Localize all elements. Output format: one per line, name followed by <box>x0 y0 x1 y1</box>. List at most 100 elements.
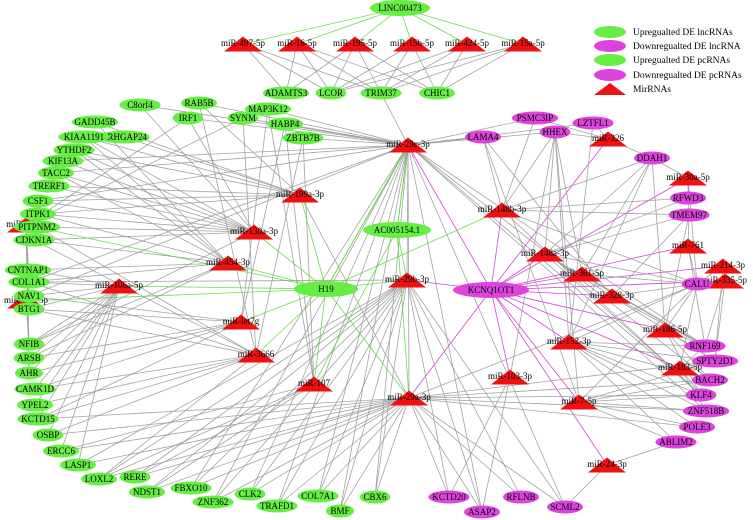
node-pole3[interactable]: POLE3 <box>679 420 715 434</box>
node-mir-335-5p[interactable]: miR-335-5p <box>703 273 747 289</box>
node-lasp1[interactable]: LASP1 <box>60 458 96 472</box>
node-mir-15a-5p[interactable]: miR-15a-5p <box>501 36 545 52</box>
node-mir-454-3p[interactable]: miR-454-3p <box>206 255 250 271</box>
node-mir-183-5p[interactable]: miR-183-5p <box>658 360 702 376</box>
node-loxl2[interactable]: LOXL2 <box>81 472 117 486</box>
node-kiaa1191[interactable]: KIAA1191 <box>58 130 110 144</box>
node-mir-195-5p[interactable]: miR-195-5p <box>333 36 377 52</box>
node-cdkn1a[interactable]: CDKN1A <box>13 233 55 247</box>
node-spty2d1[interactable]: SPTY2D1 <box>691 354 739 368</box>
node-bmf[interactable]: BMF <box>326 504 354 518</box>
node-znf362[interactable]: ZNF362 <box>192 495 234 509</box>
node-h19[interactable]: H19 <box>294 281 358 297</box>
node-asap2[interactable]: ASAP2 <box>464 505 500 519</box>
node-mir-152-3p[interactable]: miR-152-3p <box>547 334 591 350</box>
node-mir-361-5p[interactable]: miR-361-5p <box>560 266 604 282</box>
node-mir-214-3p[interactable]: miR-214-3p <box>701 258 745 274</box>
node-camk1d[interactable]: CAMK1D <box>14 382 56 396</box>
node-mir-497-5p[interactable]: miR-497-5p <box>221 36 265 52</box>
node-kif13a[interactable]: KIF13A <box>42 154 84 168</box>
node-nav1[interactable]: NAV1 <box>13 289 45 303</box>
node-cntnap1[interactable]: CNTNAP1 <box>4 263 52 277</box>
node-mir-24-3p[interactable]: miR-24-3p <box>587 457 627 473</box>
node-mir-let7g[interactable]: miR-let7g <box>222 314 260 330</box>
node-ablim2[interactable]: ABLIM2 <box>655 435 697 449</box>
node-adamts3[interactable]: ADAMTS3 <box>262 86 310 100</box>
node-mir-103-3p[interactable]: miR-103-3p <box>488 369 532 385</box>
node-csf1[interactable]: CSF1 <box>22 194 54 208</box>
node-mir-761[interactable]: miR-761 <box>669 238 707 254</box>
node-rnf169[interactable]: RNF169 <box>684 339 726 353</box>
node-mir-30a-5p[interactable]: miR-30a-5p <box>666 170 710 186</box>
node-mir-199a-3p[interactable]: miR-199a-3p <box>276 187 324 203</box>
node-mir-29a-3p[interactable]: miR-29a-3p <box>387 390 431 406</box>
node-ahr[interactable]: AHR <box>15 366 43 380</box>
node-mir-107[interactable]: miR-107 <box>295 376 333 392</box>
node-zbtb7b[interactable]: ZBTB7B <box>282 131 324 145</box>
node-bach2[interactable]: BACH2 <box>692 373 728 387</box>
node-mir-148b-3p[interactable]: miR-148b-3p <box>478 202 527 218</box>
node-synm[interactable]: SYNM <box>227 111 259 125</box>
node-mir-3666[interactable]: miR-3666 <box>237 347 275 363</box>
node-mir-424-5p[interactable]: miR-424-5p <box>445 36 489 52</box>
node-btg1[interactable]: BTG1 <box>13 302 45 316</box>
node-mir-7-5p[interactable]: miR-7-5p <box>560 394 598 410</box>
node-mir-326[interactable]: miR-326 <box>589 131 627 147</box>
node-mir-16-5p[interactable]: miR-16-5p <box>277 36 317 52</box>
node-rflnb[interactable]: RFLNB <box>503 490 539 504</box>
node-ercc6[interactable]: ERCC6 <box>43 444 79 458</box>
node-tmem97[interactable]: TMEM97 <box>668 208 710 222</box>
node-itpk1[interactable]: ITPK1 <box>20 207 56 221</box>
node-habp4[interactable]: HABP4 <box>267 117 303 131</box>
node-lcor[interactable]: LCOR <box>315 86 347 100</box>
node-col1a1[interactable]: COL1A1 <box>8 275 50 289</box>
node-map3k12[interactable]: MAP3K12 <box>244 102 292 116</box>
node-trerf1[interactable]: TRERF1 <box>28 179 70 193</box>
node-klf4[interactable]: KLF4 <box>685 388 717 402</box>
node-kctd20[interactable]: KCTD20 <box>428 490 470 504</box>
node-ypel2[interactable]: YPEL2 <box>17 398 53 412</box>
node-mir-186-5p[interactable]: miR-186-5p <box>643 322 687 338</box>
node-kcnq1ot1[interactable]: KCNQ1OT1 <box>453 282 529 298</box>
node-mir-15b-5p[interactable]: miR-15b-5p <box>390 36 434 52</box>
node-rfwd3[interactable]: RFWD3 <box>670 191 706 205</box>
node-col7a1[interactable]: COL7A1 <box>297 489 339 503</box>
node-linc00473[interactable]: LINC00473 <box>370 0 430 16</box>
node-mir-130a-3p[interactable]: miR-130a-3p <box>230 224 278 240</box>
node-chic1[interactable]: CHIC1 <box>419 86 455 100</box>
node-mir-106a-5p[interactable]: miR-106a-5p <box>95 278 143 294</box>
node-arsb[interactable]: ARSB <box>13 351 45 365</box>
node-arhgap24[interactable]: ARHGAP24 <box>98 130 150 144</box>
node-nfib[interactable]: NFIB <box>13 337 45 351</box>
node-mir-29c-3p[interactable]: miR-29c-3p <box>386 137 430 153</box>
node-mir-148a-3p[interactable]: miR-148a-3p <box>521 246 569 262</box>
node-irf1[interactable]: IRF1 <box>172 111 204 125</box>
node-mir-29b-3p[interactable]: miR-29b-3p <box>385 272 429 288</box>
node-ddah1[interactable]: DDAH1 <box>634 151 670 165</box>
node-pitpnm2[interactable]: PITPNM2 <box>13 220 61 234</box>
node-rere[interactable]: RERE <box>119 470 151 484</box>
node-fbxo10[interactable]: FBXO10 <box>170 481 212 495</box>
node-kctd15[interactable]: KCTD15 <box>17 412 59 426</box>
node-znf518b[interactable]: ZNF518B <box>682 404 730 418</box>
node-trafd1[interactable]: TRAFD1 <box>256 499 298 513</box>
node-c8orf4[interactable]: C8orf4 <box>119 98 161 112</box>
node-psmc3ip[interactable]: PSMC3IP <box>511 111 559 125</box>
node-ac005154-1[interactable]: AC005154.1 <box>363 222 431 238</box>
node-lama4[interactable]: LAMA4 <box>465 130 501 144</box>
node-lztfl1[interactable]: LZTFL1 <box>572 116 614 130</box>
node-scml2[interactable]: SCML2 <box>547 500 583 514</box>
node-rab5b[interactable]: RAB5B <box>181 96 217 110</box>
node-osbp[interactable]: OSBP <box>32 428 64 442</box>
node-calu[interactable]: CALU <box>681 277 713 291</box>
node-hhex[interactable]: HHEX <box>539 125 571 139</box>
node-mir-328-3p[interactable]: miR-328-3p <box>590 288 634 304</box>
node-clk2[interactable]: CLK2 <box>234 487 266 501</box>
node-gadd45b[interactable]: GADD45B <box>71 115 119 129</box>
node-ythdf2[interactable]: YTHDF2 <box>53 143 95 157</box>
node-ndst1[interactable]: NDST1 <box>129 485 165 499</box>
node-label: FBXO10 <box>174 483 208 493</box>
node-tacc2[interactable]: TACC2 <box>38 166 74 180</box>
node-trim37[interactable]: TRIM37 <box>360 86 402 100</box>
node-cbx6[interactable]: CBX6 <box>359 490 391 504</box>
